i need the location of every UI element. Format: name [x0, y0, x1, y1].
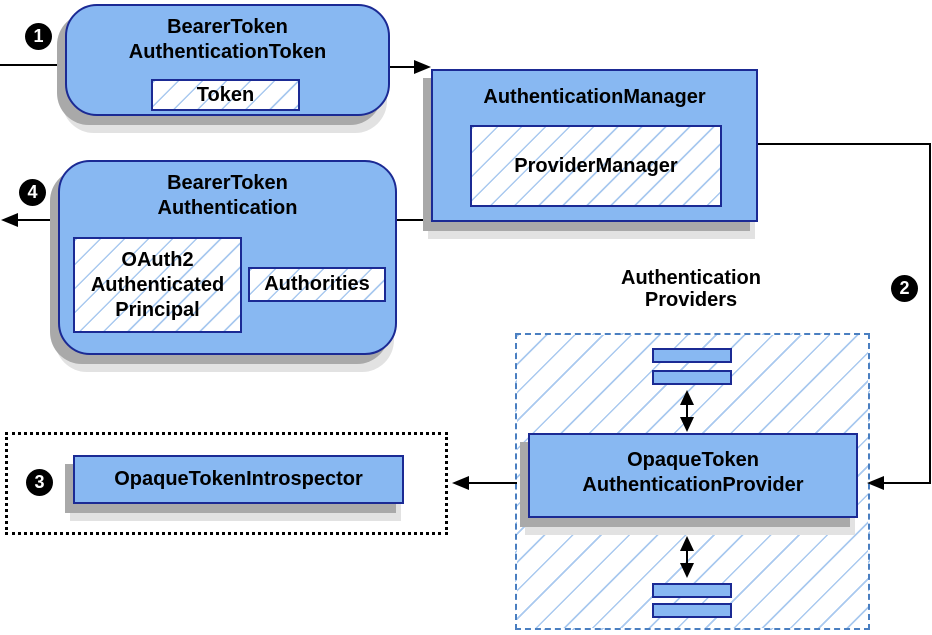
- title-line: Authentication: [157, 197, 298, 219]
- arrowhead-left-icon: [867, 476, 884, 490]
- provider-list-bar: [652, 583, 732, 598]
- title-line: OpaqueToken: [627, 449, 759, 471]
- step-3-badge: 3: [26, 469, 53, 496]
- opaque-token-introspector-node: OpaqueTokenIntrospector: [73, 455, 404, 504]
- member-label: ProviderManager: [514, 154, 678, 177]
- arrowhead-up-icon: [680, 390, 694, 405]
- arrowhead-left-icon: [1, 213, 18, 227]
- flow-line-into-token: [0, 64, 67, 66]
- provider-list-bar: [652, 370, 732, 385]
- arrow-token-to-manager-line: [389, 66, 417, 68]
- oauth2-authenticated-principal-member: OAuth2 Authenticated Principal: [73, 237, 242, 333]
- opaque-token-authentication-provider-title: OpaqueToken AuthenticationProvider: [530, 435, 856, 498]
- member-line: Principal: [115, 298, 200, 321]
- authentication-manager-title: AuthenticationManager: [483, 86, 706, 108]
- member-line: OAuth2: [121, 248, 194, 271]
- opaque-token-authentication-provider-node: OpaqueToken AuthenticationProvider: [528, 433, 858, 518]
- title-line: BearerToken: [167, 172, 288, 194]
- step-1-badge: 1: [25, 23, 52, 50]
- member-label: Authorities: [264, 273, 370, 295]
- provider-manager-member: ProviderManager: [470, 125, 722, 207]
- arrowhead-up-icon: [680, 536, 694, 551]
- title-line: AuthenticationToken: [128, 41, 327, 63]
- bearer-token-authentication-token-title: BearerToken AuthenticationToken: [67, 6, 388, 65]
- title-line: AuthenticationProvider: [582, 474, 804, 496]
- title-line: BearerToken: [167, 16, 288, 38]
- connector-manager-to-provider-top: [757, 143, 931, 145]
- bearer-token-authentication-token-node: BearerToken AuthenticationToken Token: [65, 4, 390, 116]
- provider-list-bar: [652, 348, 732, 363]
- authentication-manager-node: AuthenticationManager ProviderManager: [431, 69, 758, 222]
- token-member: Token: [151, 79, 300, 111]
- introspector-dotted-container: [5, 432, 448, 535]
- connector-manager-to-provider-bottom: [884, 482, 931, 484]
- bearer-token-authentication-node: BearerToken Authentication OAuth2 Authen…: [58, 160, 397, 355]
- authentication-providers-label: Authentication Providers: [575, 267, 807, 311]
- step-2-badge: 2: [891, 275, 918, 302]
- member-label: Token: [196, 83, 255, 106]
- arrowhead-right-icon: [414, 60, 431, 74]
- connector-manager-to-authentication: [397, 219, 431, 221]
- authorities-member: Authorities: [248, 267, 386, 302]
- label-line: Providers: [644, 289, 738, 311]
- double-arrow-bottom-line: [686, 549, 688, 567]
- arrowhead-left-icon: [452, 476, 469, 490]
- connector-authentication-out-line: [16, 219, 59, 221]
- opaque-token-introspector-title: OpaqueTokenIntrospector: [114, 468, 363, 490]
- provider-list-bar: [652, 603, 732, 618]
- arrowhead-down-icon: [680, 417, 694, 432]
- arrowhead-down-icon: [680, 563, 694, 578]
- label-line: Authentication: [621, 267, 761, 289]
- connector-manager-to-provider-vertical: [929, 143, 931, 484]
- member-line: Authenticated: [90, 273, 225, 296]
- bearer-token-authentication-title: BearerToken Authentication: [60, 162, 395, 221]
- double-arrow-top-line: [686, 402, 688, 421]
- step-4-badge: 4: [19, 179, 46, 206]
- connector-provider-to-introspector: [469, 482, 517, 484]
